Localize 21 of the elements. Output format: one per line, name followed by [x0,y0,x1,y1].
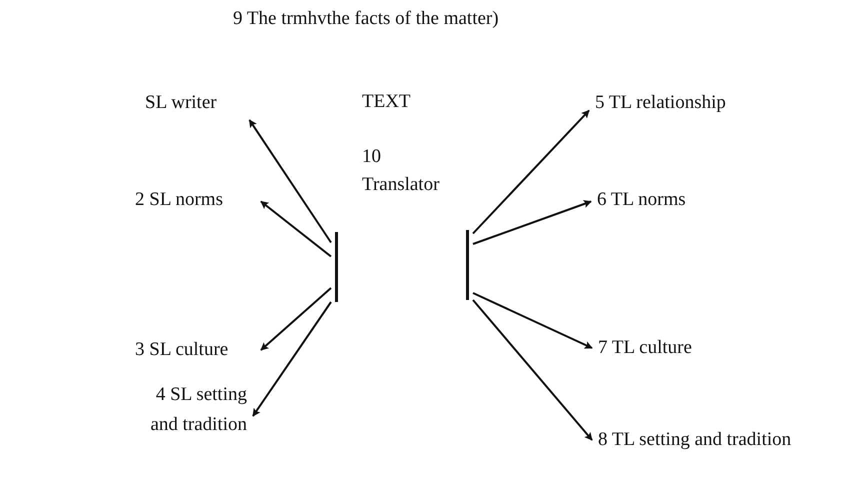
arrow [260,200,332,258]
node-label: 5 TL relationship [595,88,795,118]
arrow [472,292,593,349]
arrow [472,299,593,441]
vertical-bar [335,232,338,302]
node-label: 4 SL setting and tradition [135,380,247,440]
node-label: SL writer [145,88,255,118]
arrow [248,119,332,244]
node-label: 6 TL norms [597,185,747,215]
text-label: 10 Translator [362,145,440,197]
text-label: TEXT [362,90,412,114]
arrow [472,200,592,245]
node-label: 7 TL culture [598,333,748,363]
title: 9 The trmhvthe facts of the matter) [233,8,499,30]
arrow [260,287,332,351]
arrow [252,301,332,417]
vertical-bar [466,230,469,300]
node-label: 2 SL norms [135,185,255,215]
node-label: 8 TL setting and tradition [598,425,838,455]
arrow [472,110,590,234]
node-label: 3 SL culture [135,335,255,365]
